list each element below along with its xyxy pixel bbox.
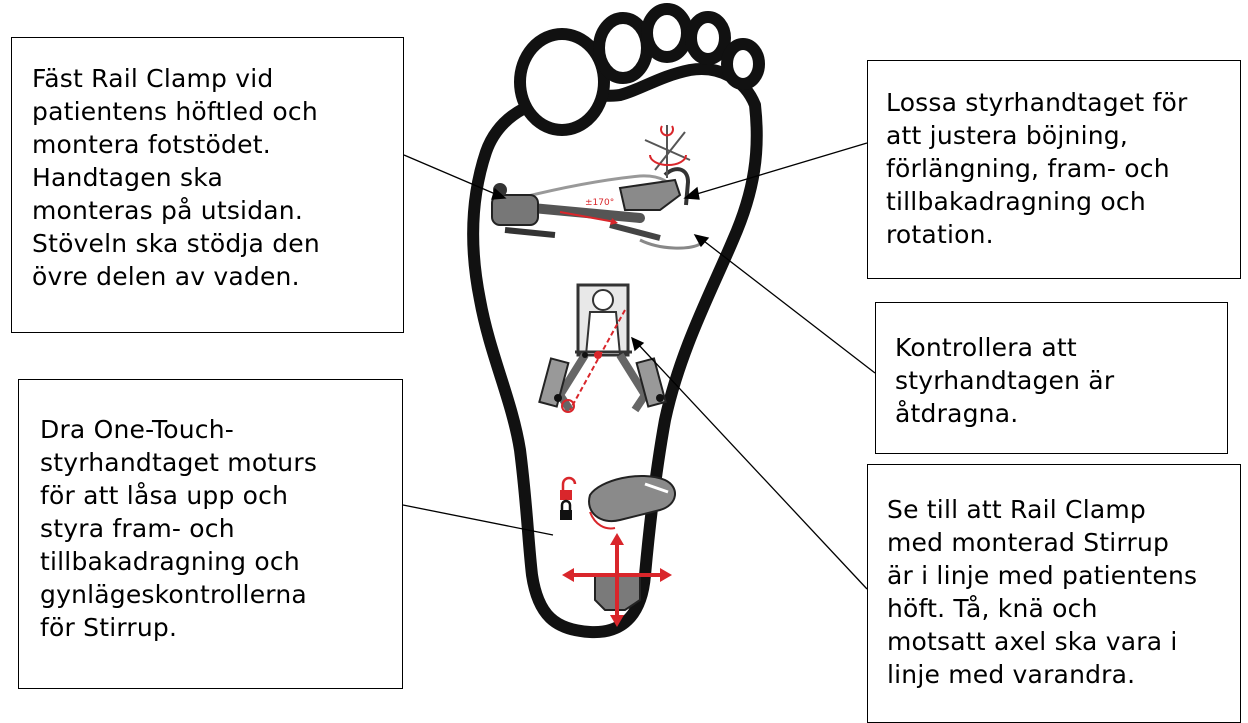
callout-line: åtdragna. (895, 397, 1219, 430)
callout-line: Lossa styrhandtaget för (886, 86, 1232, 119)
callout-line: Kontrollera att (895, 331, 1219, 364)
callout-line: patientens höftled och (32, 95, 385, 128)
callout-line: är i linje med patientens (887, 559, 1234, 592)
callout-line: linje med varandra. (887, 658, 1234, 691)
callout-line: för Stirrup. (40, 611, 394, 644)
callout-line: Stöveln ska stödja den (32, 227, 385, 260)
callout-line: styrhandtagen är (895, 364, 1219, 397)
callout-align-rail-clamp: Se till att Rail Clamp med monterad Stir… (867, 464, 1241, 723)
callout-line: monteras på utsidan. (32, 194, 385, 227)
callout-line: styrhandtaget moturs (40, 446, 394, 479)
callout-line: tillbakadragning och (40, 545, 394, 578)
callout-line: övre delen av vaden. (32, 260, 385, 293)
callout-line: med monterad Stirrup (887, 526, 1234, 559)
callout-line: att justera böjning, (886, 119, 1232, 152)
callout-line: motsatt axel ska vara i (887, 625, 1234, 658)
callout-attach-rail-clamp: Fäst Rail Clamp vid patientens höftled o… (11, 37, 404, 333)
callout-line: för att låsa upp och (40, 479, 394, 512)
angle-label: ±170° (585, 198, 614, 208)
callout-line: tillbakadragning och (886, 185, 1232, 218)
callout-line: Dra One-Touch- (40, 413, 394, 446)
callout-line: styra fram- och (40, 512, 394, 545)
callout-check-handles: Kontrollera att styrhandtagen är åtdragn… (875, 302, 1228, 454)
callout-line: rotation. (886, 218, 1232, 251)
callout-line: Handtagen ska (32, 161, 385, 194)
callout-line: montera fotstödet. (32, 128, 385, 161)
callout-line: gynlägeskontrollerna (40, 578, 394, 611)
callout-line: höft. Tå, knä och (887, 592, 1234, 625)
callout-line: förlängning, fram- och (886, 152, 1232, 185)
callout-line: Fäst Rail Clamp vid (32, 62, 385, 95)
callout-loosen-handle: Lossa styrhandtaget för att justera böjn… (867, 60, 1241, 279)
leader-line-check (700, 238, 875, 373)
leader-line-align (637, 343, 867, 589)
callout-one-touch-handle: Dra One-Touch- styrhandtaget moturs för … (18, 379, 403, 689)
callout-line: Se till att Rail Clamp (887, 493, 1234, 526)
